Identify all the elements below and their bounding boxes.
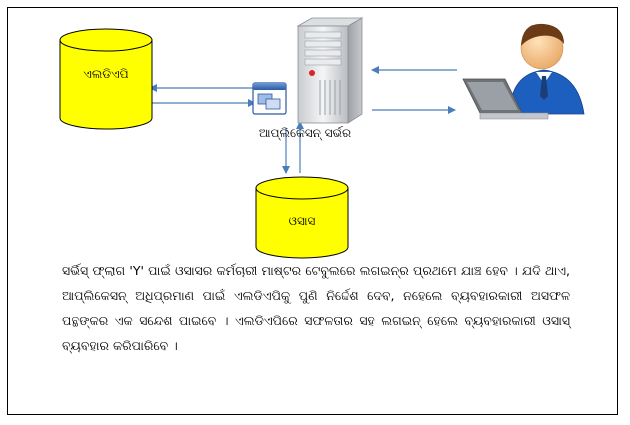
osas-database: [255, 176, 349, 259]
server-tower-icon: [296, 17, 364, 124]
server-label: ଆପ୍ଲିକେସନ୍ ସର୍ଭର: [258, 126, 352, 140]
slide-frame: [7, 7, 618, 415]
description-paragraph: ସର୍ଭିସ୍ ଫ୍ଲାଗ 'Y' ପାଇଁ ଓସାସର କର୍ମଚାରୀ ମା…: [62, 263, 570, 353]
user-laptop-icon: [462, 23, 585, 120]
ldap-database: [59, 28, 153, 130]
osas-label: ଓସାସ: [288, 214, 316, 228]
application-window-icon: [252, 82, 287, 115]
ldap-label: ଏଲଡିଏପି: [83, 67, 129, 81]
